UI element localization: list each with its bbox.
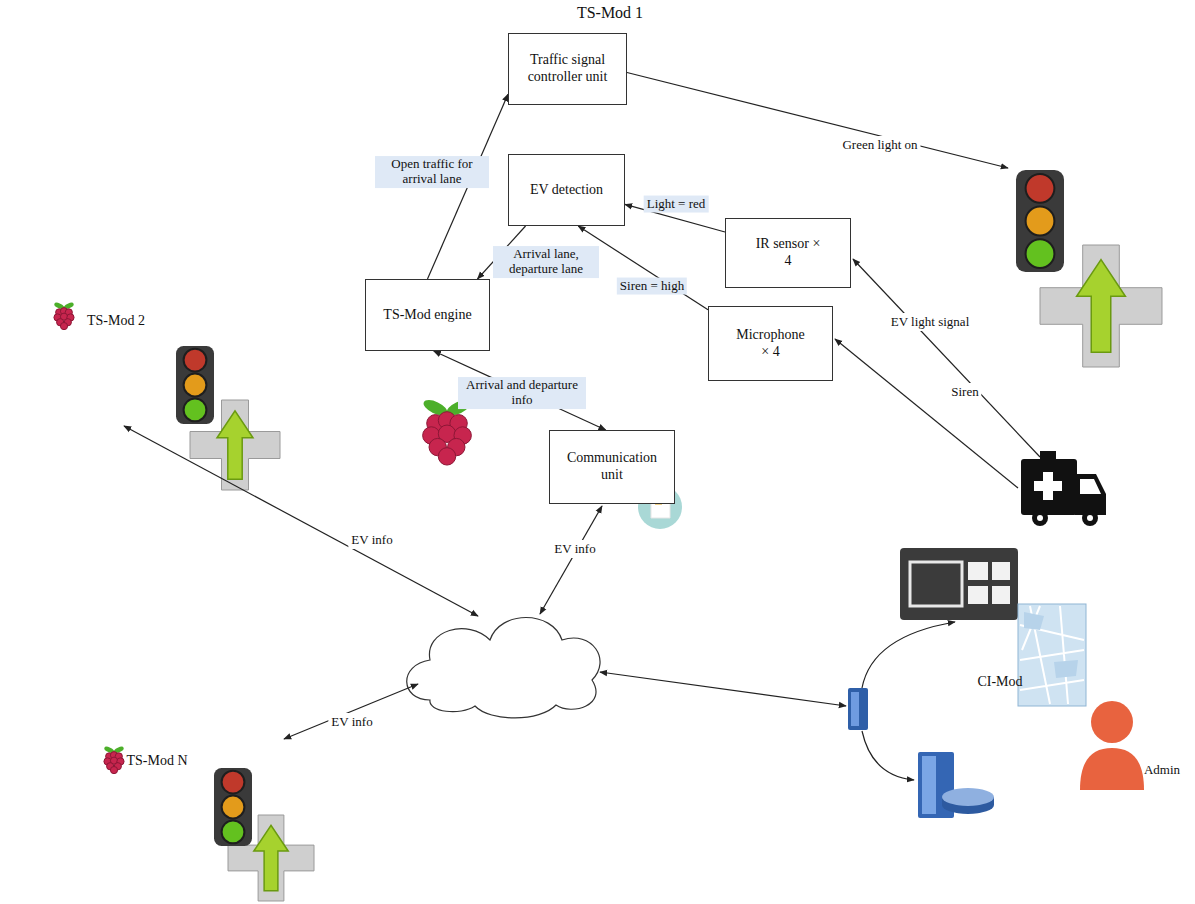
region-circle: TS-Mod 1 Traffic signal controller unitEV… — [334, 0, 886, 562]
region-fill — [335, 0, 885, 561]
region-outline — [837, 560, 1192, 904]
wire-label: Green light on — [839, 136, 920, 154]
traffic-light-icon — [1016, 170, 1064, 272]
wire-label: EV light signal — [888, 313, 972, 331]
box-label: TS-Mod engine — [383, 307, 471, 324]
wire-label: EV info — [348, 531, 395, 549]
ev-info-wire — [124, 426, 478, 616]
cloud-server-wire — [600, 672, 846, 706]
box-label: IR sensor × 4 — [752, 236, 824, 270]
siren-wire — [835, 339, 1018, 488]
map-icon — [1018, 604, 1086, 706]
region-fill — [838, 561, 1191, 904]
connector — [434, 351, 606, 430]
light-signal-wire — [853, 259, 1040, 457]
region-circle: TS-Mod 2 — [0, 185, 270, 481]
server-monitor-wire — [862, 622, 955, 688]
ev-info-wire — [540, 506, 602, 614]
raspberry-pi-icon — [103, 746, 124, 774]
region-title: TS-Mod 1 — [577, 4, 643, 22]
process-box: Traffic signal controller unit — [508, 33, 627, 105]
server-icon — [848, 688, 868, 730]
process-box: EV detection — [508, 154, 625, 226]
cloud-shape — [407, 618, 600, 718]
region-fill — [0, 186, 269, 480]
process-box: Microphone × 4 — [708, 306, 833, 381]
region-circle: TS-Mod N — [57, 633, 285, 858]
region-title: TS-Mod 2 — [87, 313, 145, 329]
wire-label: EV info — [551, 540, 598, 558]
traffic-light-icon — [214, 768, 252, 846]
box-label: Communication unit — [562, 450, 662, 484]
wire-label: EV info — [328, 713, 375, 731]
region-circle: CI-Mod — [837, 560, 1192, 904]
region-fill — [58, 634, 284, 857]
edge-label: Arrival and departure info — [458, 377, 586, 409]
green-light-wire — [625, 72, 1008, 168]
box-label: Traffic signal controller unit — [515, 52, 620, 86]
monitor-icon — [900, 548, 1018, 620]
traffic-light-icon — [176, 346, 214, 424]
ambulance-icon — [1021, 451, 1106, 526]
signal-wires — [124, 72, 1040, 780]
edge-label: Light = red — [644, 196, 709, 213]
process-box: Communication unit — [549, 430, 675, 504]
edge-label: Open traffic for arrival lane — [375, 156, 489, 188]
region-outline — [57, 633, 285, 858]
database-server-icon — [918, 752, 994, 818]
raspberry-pi-icon — [53, 302, 74, 330]
process-box: IR sensor × 4 — [725, 218, 851, 288]
ev-info-wire — [284, 684, 418, 739]
region-outline — [0, 185, 270, 481]
box-label: EV detection — [530, 182, 603, 199]
icon-group — [53, 170, 1162, 901]
edge-label: Arrival lane, departure lane — [493, 246, 599, 278]
admin-person-icon — [1080, 701, 1144, 790]
box-label: Microphone × 4 — [732, 327, 810, 361]
wire-label: Siren — [948, 383, 981, 401]
region-title: CI-Mod — [977, 674, 1022, 690]
server-db-wire — [862, 731, 914, 780]
region-title: TS-Mod N — [126, 753, 187, 769]
edge-label: Siren = high — [617, 278, 687, 295]
wire-label: Admin — [1141, 761, 1183, 779]
process-box: TS-Mod engine — [365, 279, 490, 351]
